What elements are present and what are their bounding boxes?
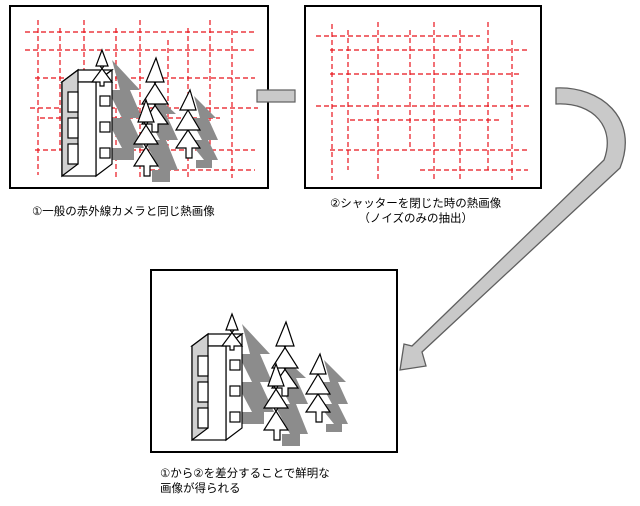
panel-2-caption: ②シャッターを閉じた時の熱画像 （ノイズのみの抽出）: [330, 196, 501, 226]
panel-2-caption-line-1: ②シャッターを閉じた時の熱画像: [330, 196, 502, 210]
curved-arrow: [399, 87, 626, 371]
panel-2-caption-line-2: （ノイズのみの抽出）: [358, 211, 473, 225]
panel-1-caption-line: ①一般の赤外線カメラと同じ熱画像: [32, 204, 215, 218]
panel-1-caption: ①一般の赤外線カメラと同じ熱画像: [32, 204, 215, 219]
panel-3-scene: [190, 312, 348, 446]
panel-1-scene: [60, 48, 218, 182]
panel-1-thermal-image: [9, 5, 269, 189]
panel-3-result-image: [150, 269, 398, 453]
panel-2-shutter-image: [304, 5, 542, 189]
connector-bar: [256, 89, 296, 103]
panel-3-caption-line-1: ①から②を差分することで鮮明な: [160, 466, 330, 480]
panel-3-caption-line-2: 画像が得られる: [160, 481, 241, 495]
panel-3-caption: ①から②を差分することで鮮明な 画像が得られる: [160, 466, 330, 496]
panel-2-frame: [304, 5, 542, 189]
panel-2-noise-lines: [316, 22, 530, 180]
